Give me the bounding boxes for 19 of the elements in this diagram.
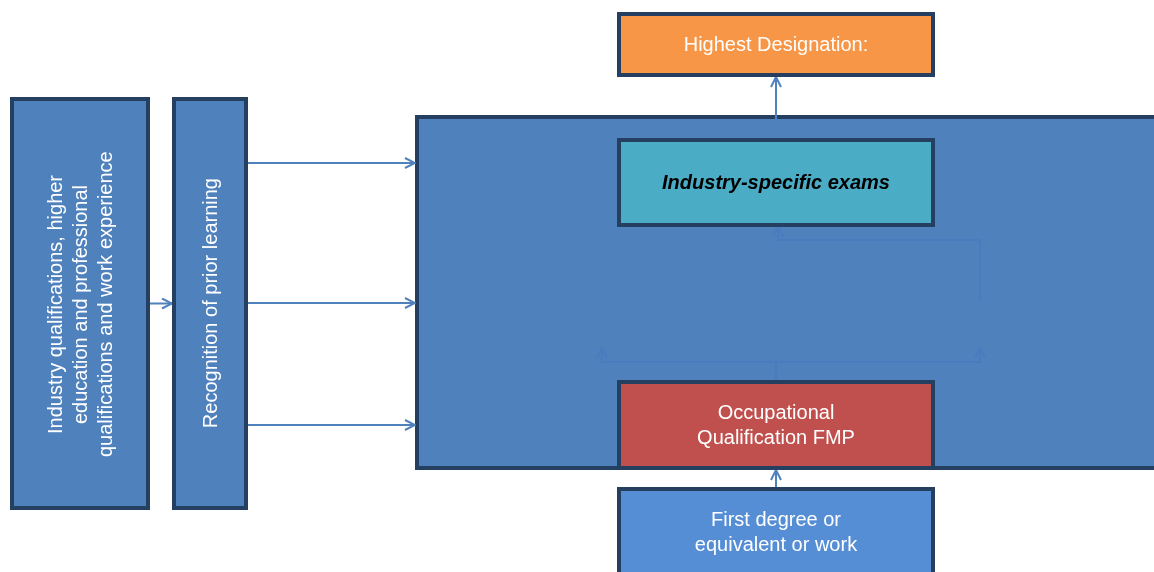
- arrow: [247, 297, 416, 309]
- arrow: [247, 419, 416, 431]
- arrow: [772, 226, 981, 301]
- box-label: First degree or equivalent or work: [693, 507, 859, 557]
- process-box: [172, 97, 248, 510]
- box-label: Industry qualifications, higher education and professional qualifications and work experience: [42, 149, 117, 459]
- arrow: [247, 157, 416, 169]
- box-label: Recognition of prior learning: [197, 177, 222, 431]
- process-box: [617, 12, 935, 77]
- process-box: [617, 138, 935, 227]
- box-label: Highest Designation:: [682, 32, 870, 57]
- process-box: [617, 380, 935, 470]
- box-label: Industry-specific exams: [661, 170, 891, 195]
- stage-panel: [415, 115, 1154, 470]
- process-box: [617, 487, 935, 572]
- arrow: [149, 297, 173, 310]
- box-label: Occupational Qualification FMP: [696, 400, 856, 450]
- arrow: [770, 469, 782, 488]
- process-box: [10, 97, 150, 510]
